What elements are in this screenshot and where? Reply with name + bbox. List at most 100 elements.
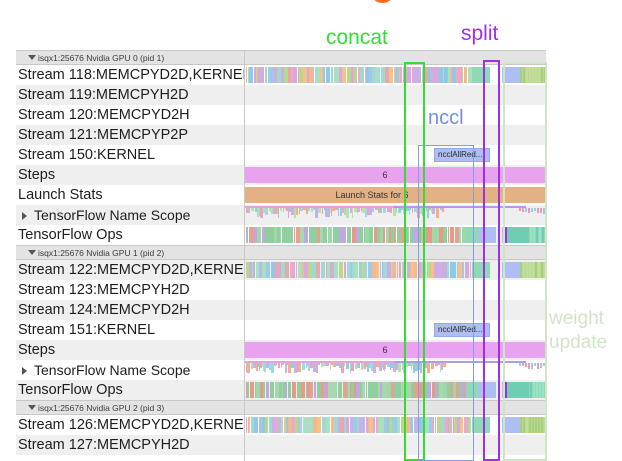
timeline-track[interactable]: 6 [244, 340, 546, 360]
timeline-row[interactable]: Stream 118:MEMCPYD2D,KERNEL,ME [16, 65, 546, 85]
timeline-track[interactable] [244, 225, 546, 245]
group-header-label: isqx1:25676 Nvidia GPU 2 (pid 3) [38, 403, 165, 413]
row-label[interactable]: Stream 122:MEMCPYD2D,KERNEL,MI [16, 260, 244, 280]
steps-bar[interactable]: 6 [244, 342, 546, 358]
chevron-right-icon[interactable] [22, 367, 27, 375]
timeline-row[interactable]: TensorFlow Name Scope [16, 360, 546, 380]
launch-stats-bar[interactable]: Launch Stats for 6 [244, 187, 546, 203]
row-label-text: Stream 122:MEMCPYD2D,KERNEL,MI [18, 262, 244, 278]
row-label[interactable]: Steps [16, 165, 244, 185]
chevron-down-icon[interactable] [28, 55, 36, 60]
timeline-track[interactable] [244, 380, 546, 400]
nccl-allreduce-label: ncclAllRed... [438, 325, 483, 334]
timeline-track[interactable]: ncclAllRed... [244, 320, 546, 340]
timeline-track[interactable]: 6 [244, 165, 546, 185]
row-label-text: Stream 150:KERNEL [18, 147, 156, 163]
nccl-allreduce-label: ncclAllRed... [438, 150, 483, 159]
row-label-text: TensorFlow Ops [18, 227, 123, 243]
annotation-label-weight-line2: update [549, 332, 608, 353]
timeline-row[interactable]: ncclAllRed... Stream 151:KERNEL [16, 320, 546, 340]
timeline-row[interactable]: TensorFlow Ops [16, 225, 546, 245]
row-label[interactable]: Stream 120:MEMCPYD2H [16, 105, 244, 125]
row-label[interactable]: Stream 151:KERNEL [16, 320, 244, 340]
timeline-row[interactable]: 6 Steps [16, 165, 546, 185]
timeline-row[interactable]: Launch Stats for 6 Launch Stats [16, 185, 546, 205]
chevron-down-icon[interactable] [28, 250, 36, 255]
timeline-track[interactable] [244, 205, 546, 225]
group-header-label: isqx1:25676 Nvidia GPU 0 (pid 1) [38, 53, 165, 63]
chevron-down-icon[interactable] [28, 405, 36, 410]
row-label[interactable]: Stream 127:MEMCPYH2D [16, 435, 244, 455]
orange-marker-icon [374, 0, 391, 3]
row-label[interactable]: Stream 119:MEMCPYH2D [16, 85, 244, 105]
nccl-allreduce-block[interactable]: ncclAllRed... [434, 148, 490, 162]
row-label-text: Steps [18, 167, 56, 183]
timeline-track[interactable] [244, 65, 546, 85]
row-label-text: Stream 126:MEMCPYD2D,KERNEL,MI [18, 417, 244, 433]
timeline-bar[interactable] [244, 417, 546, 433]
annotation-label-nccl: nccl [428, 107, 464, 129]
steps-bar[interactable]: 6 [244, 167, 546, 183]
timeline-bar[interactable] [244, 67, 546, 83]
chevron-right-icon[interactable] [22, 212, 27, 220]
row-label-text: Steps [18, 342, 56, 358]
timeline-bar[interactable] [244, 227, 546, 243]
timeline-row[interactable]: TensorFlow Ops [16, 380, 546, 400]
group-header-gpu-1[interactable]: isqx1:25676 Nvidia GPU 1 (pid 2) [16, 245, 546, 260]
annotation-label-weight-line1: weight [549, 308, 604, 329]
timeline-row[interactable]: Stream 121:MEMCPYP2P [16, 125, 546, 145]
timeline-track[interactable]: Launch Stats for 6 [244, 185, 546, 205]
launch-stats-bar-label: Launch Stats for 6 [335, 190, 409, 200]
row-label-text: TensorFlow Name Scope [34, 362, 191, 378]
timeline-row[interactable]: Stream 126:MEMCPYD2D,KERNEL,MI [16, 415, 546, 435]
timeline-bar[interactable] [244, 361, 546, 379]
row-label[interactable]: Stream 123:MEMCPYH2D [16, 280, 244, 300]
steps-bar-label: 6 [382, 345, 388, 355]
timeline-track[interactable] [244, 105, 546, 125]
timeline-track[interactable] [244, 435, 546, 455]
timeline-row[interactable]: Stream 127:MEMCPYH2D [16, 435, 546, 455]
row-label[interactable]: TensorFlow Name Scope [16, 360, 244, 380]
timeline-track[interactable] [244, 280, 546, 300]
timeline-bar[interactable] [244, 206, 546, 224]
row-label-text: Stream 119:MEMCPYH2D [18, 87, 189, 103]
row-label[interactable]: Stream 121:MEMCPYP2P [16, 125, 244, 145]
row-label[interactable]: Steps [16, 340, 244, 360]
timeline-row[interactable]: Stream 122:MEMCPYD2D,KERNEL,MI [16, 260, 546, 280]
row-label[interactable]: TensorFlow Name Scope [16, 205, 244, 225]
timeline-row[interactable]: 6 Steps [16, 340, 546, 360]
timeline-bar[interactable] [244, 382, 546, 398]
group-header-gpu-0[interactable]: isqx1:25676 Nvidia GPU 0 (pid 1) [16, 50, 546, 65]
timeline-row[interactable]: Stream 120:MEMCPYD2H [16, 105, 546, 125]
row-label-text: Stream 118:MEMCPYD2D,KERNEL,ME [18, 67, 244, 83]
row-label[interactable]: TensorFlow Ops [16, 380, 244, 400]
timeline-track[interactable] [244, 300, 546, 320]
timeline-track[interactable] [244, 85, 546, 105]
timeline-track[interactable]: ncclAllRed... [244, 145, 546, 165]
timeline-row[interactable]: Stream 119:MEMCPYH2D [16, 85, 546, 105]
timeline-track[interactable] [244, 260, 546, 280]
row-label[interactable]: Launch Stats [16, 185, 244, 205]
group-header-gpu-2[interactable]: isqx1:25676 Nvidia GPU 2 (pid 3) [16, 400, 546, 415]
nccl-allreduce-block[interactable]: ncclAllRed... [434, 323, 490, 337]
row-label-text: Stream 151:KERNEL [18, 322, 156, 338]
row-label-text: Launch Stats [18, 187, 103, 203]
timeline-bar[interactable] [244, 262, 546, 278]
row-label-text: TensorFlow Ops [18, 382, 123, 398]
timeline-row[interactable]: ncclAllRed... Stream 150:KERNEL [16, 145, 546, 165]
annotation-label-weight-update: weight update [549, 307, 607, 355]
row-label[interactable]: Stream 118:MEMCPYD2D,KERNEL,ME [16, 65, 244, 85]
timeline-track[interactable] [244, 360, 546, 380]
row-label[interactable]: Stream 126:MEMCPYD2D,KERNEL,MI [16, 415, 244, 435]
row-label[interactable]: Stream 124:MEMCPYD2H [16, 300, 244, 320]
timeline-track[interactable] [244, 415, 546, 435]
trace-viewer-panel[interactable]: isqx1:25676 Nvidia GPU 0 (pid 1) Stream 1… [16, 50, 546, 461]
timeline-row[interactable]: Stream 124:MEMCPYD2H [16, 300, 546, 320]
timeline-track[interactable] [244, 125, 546, 145]
row-label-text: Stream 124:MEMCPYD2H [18, 302, 190, 318]
row-label[interactable]: Stream 150:KERNEL [16, 145, 244, 165]
row-label[interactable]: TensorFlow Ops [16, 225, 244, 245]
timeline-row[interactable]: TensorFlow Name Scope [16, 205, 546, 225]
timeline-row[interactable]: Stream 123:MEMCPYH2D [16, 280, 546, 300]
